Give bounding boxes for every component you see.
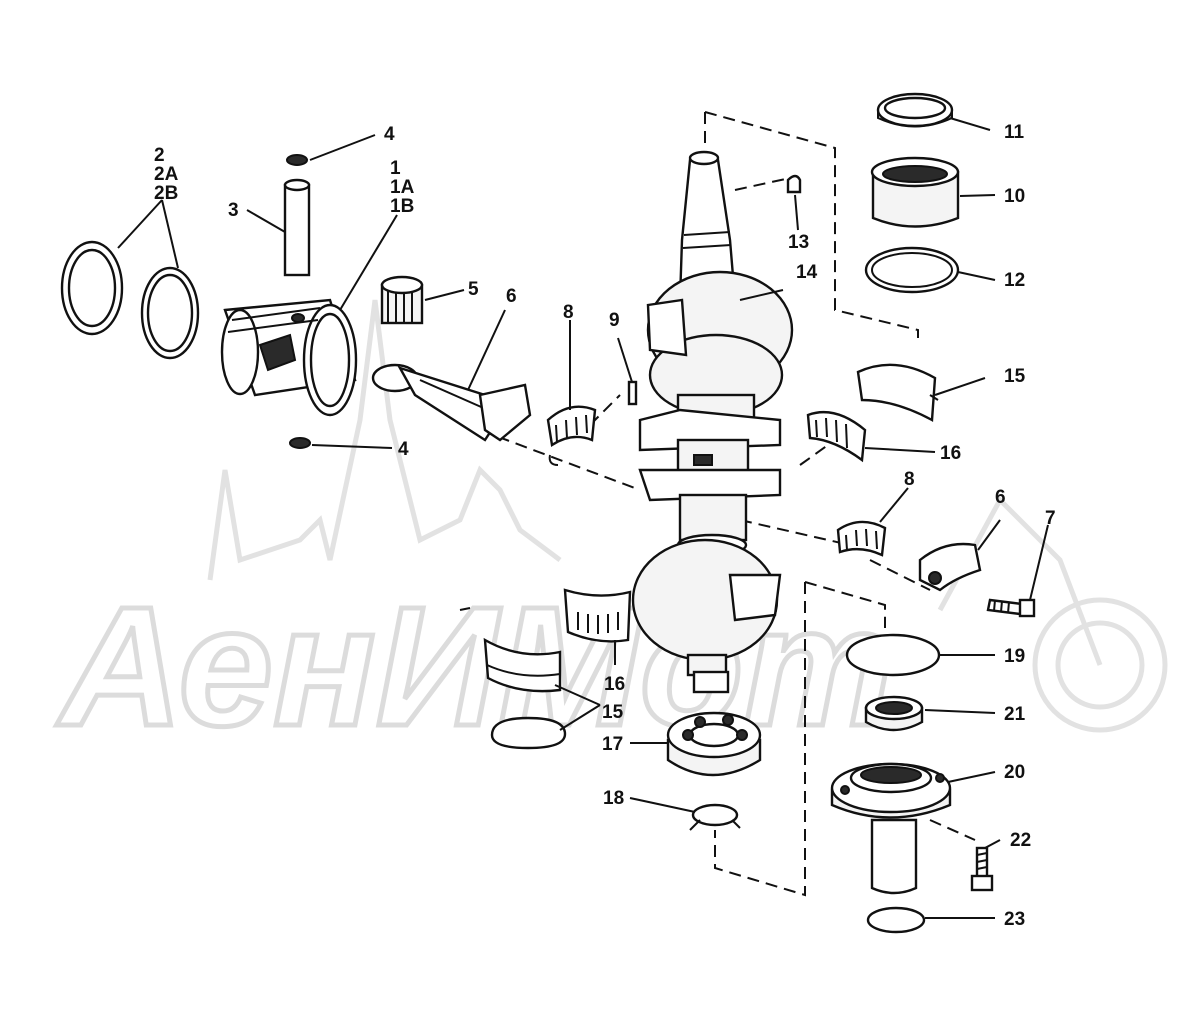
callout-14: 14 xyxy=(796,262,818,283)
callout-4-top: 4 xyxy=(384,124,395,145)
top-o-ring xyxy=(864,246,960,294)
callout-8-lower: 8 xyxy=(904,469,915,490)
callout-12: 12 xyxy=(1004,270,1025,291)
callout-5: 5 xyxy=(468,279,479,300)
callout-3: 3 xyxy=(228,200,239,221)
woodruff-key xyxy=(627,380,638,406)
callout-15-lower: 15 xyxy=(602,702,624,723)
callout-22: 22 xyxy=(1010,830,1031,851)
needle-bearing-top xyxy=(870,156,960,228)
callout-6-rod: 6 xyxy=(506,286,517,307)
callout-2: 2 xyxy=(154,145,165,166)
callout-2b: 2B xyxy=(154,183,178,204)
ball-bearing xyxy=(666,711,762,777)
callout-11: 11 xyxy=(1004,122,1025,143)
callout-21: 21 xyxy=(1004,704,1026,725)
main-bearing-race-upper xyxy=(856,363,939,422)
connecting-rod-cap xyxy=(918,542,982,592)
leader-lines xyxy=(117,117,1049,919)
main-bearing-cage-mid xyxy=(806,411,867,463)
piston xyxy=(220,298,358,417)
main-bearing-cage-lower xyxy=(563,588,632,643)
callout-8-upper: 8 xyxy=(563,302,574,323)
bottom-o-ring xyxy=(866,906,926,934)
callout-13: 13 xyxy=(788,232,809,253)
connecting-rod xyxy=(371,363,532,442)
callout-1b: 1B xyxy=(390,196,414,217)
pin-retainer-bottom xyxy=(289,437,311,449)
crankshaft xyxy=(631,150,794,694)
callout-2a: 2A xyxy=(154,164,179,185)
pin-retainer-top xyxy=(286,154,308,166)
needle-bearing-wrist xyxy=(380,275,424,325)
rod-bearing-cage-lower xyxy=(836,520,887,557)
lower-seal xyxy=(864,695,924,732)
callout-17: 17 xyxy=(602,734,623,755)
callout-15-upper: 15 xyxy=(1004,366,1026,387)
wrist-pin xyxy=(283,178,311,277)
callout-1a: 1A xyxy=(390,177,415,198)
lower-bearing-housing xyxy=(830,762,952,895)
callout-4-bottom: 4 xyxy=(398,439,409,460)
callout-6-cap: 6 xyxy=(995,487,1006,508)
callout-20: 20 xyxy=(1004,762,1025,783)
callout-23: 23 xyxy=(1004,909,1025,930)
callout-labels: 2 2A 2B 1 1A 1B 3 4 4 5 6 6 7 8 8 9 10 1… xyxy=(154,122,1056,930)
callout-10: 10 xyxy=(1004,186,1025,207)
retaining-ring xyxy=(689,803,741,831)
rod-bearing-cage-upper xyxy=(546,405,597,466)
rod-cap-screw xyxy=(986,598,1036,618)
piston-rings xyxy=(60,240,200,360)
main-bearing-race-lower xyxy=(483,637,567,750)
callout-18: 18 xyxy=(603,788,624,809)
callout-7: 7 xyxy=(1045,508,1056,529)
callout-1: 1 xyxy=(390,158,401,179)
callout-16-lower: 16 xyxy=(604,674,625,695)
housing-screw xyxy=(970,846,994,892)
flywheel-key xyxy=(786,174,802,194)
callout-9: 9 xyxy=(609,310,620,331)
callout-16-mid: 16 xyxy=(940,443,961,464)
top-seal xyxy=(876,92,954,128)
lower-o-ring xyxy=(845,633,941,677)
callout-19: 19 xyxy=(1004,646,1025,667)
